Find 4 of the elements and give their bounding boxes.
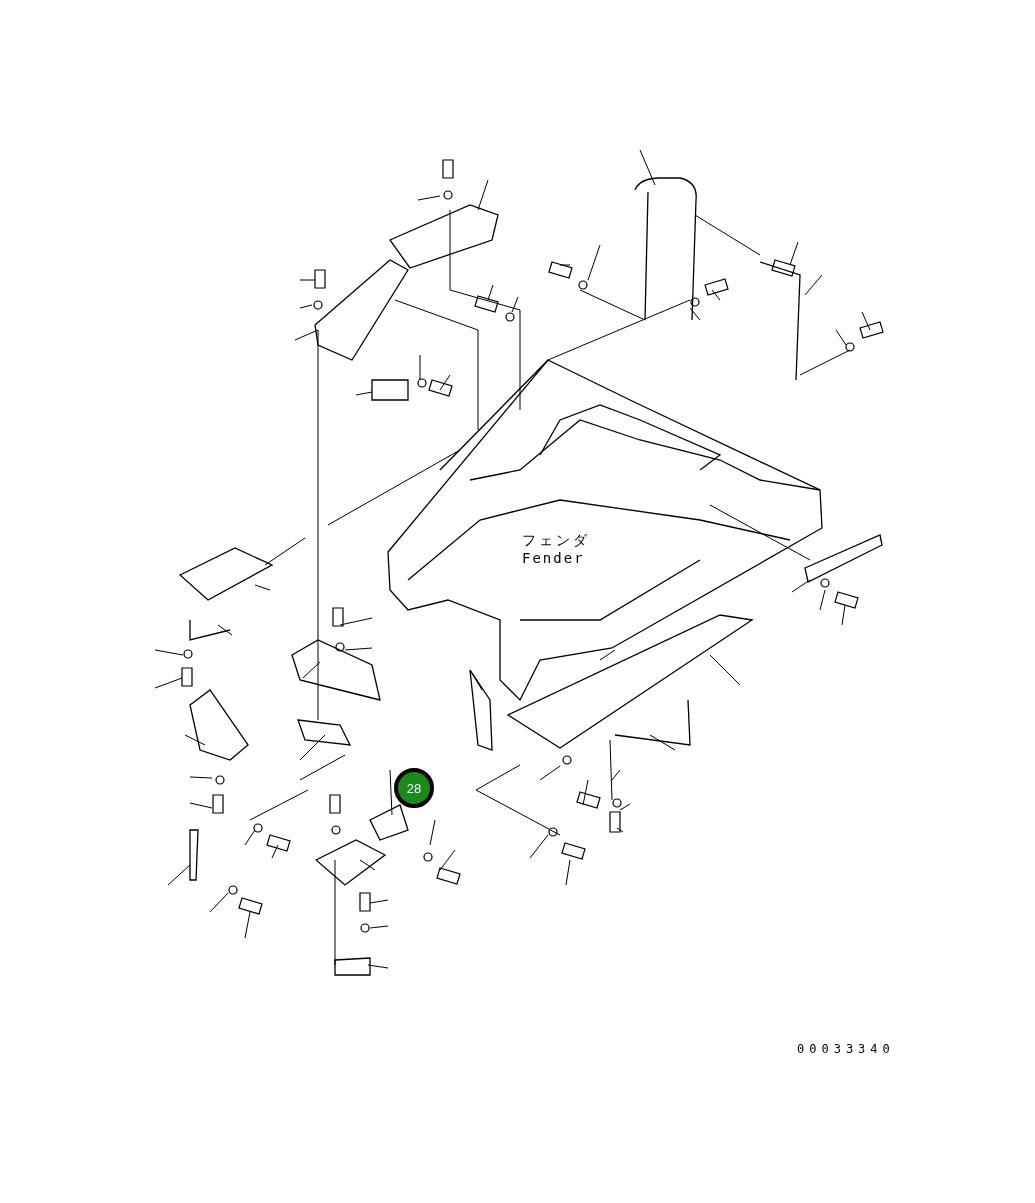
part-name: Fender (522, 550, 585, 566)
callout-number: 28 (394, 768, 434, 808)
drawing-number: 00033340 (797, 1042, 895, 1056)
part-name: フェンダ (522, 532, 590, 550)
